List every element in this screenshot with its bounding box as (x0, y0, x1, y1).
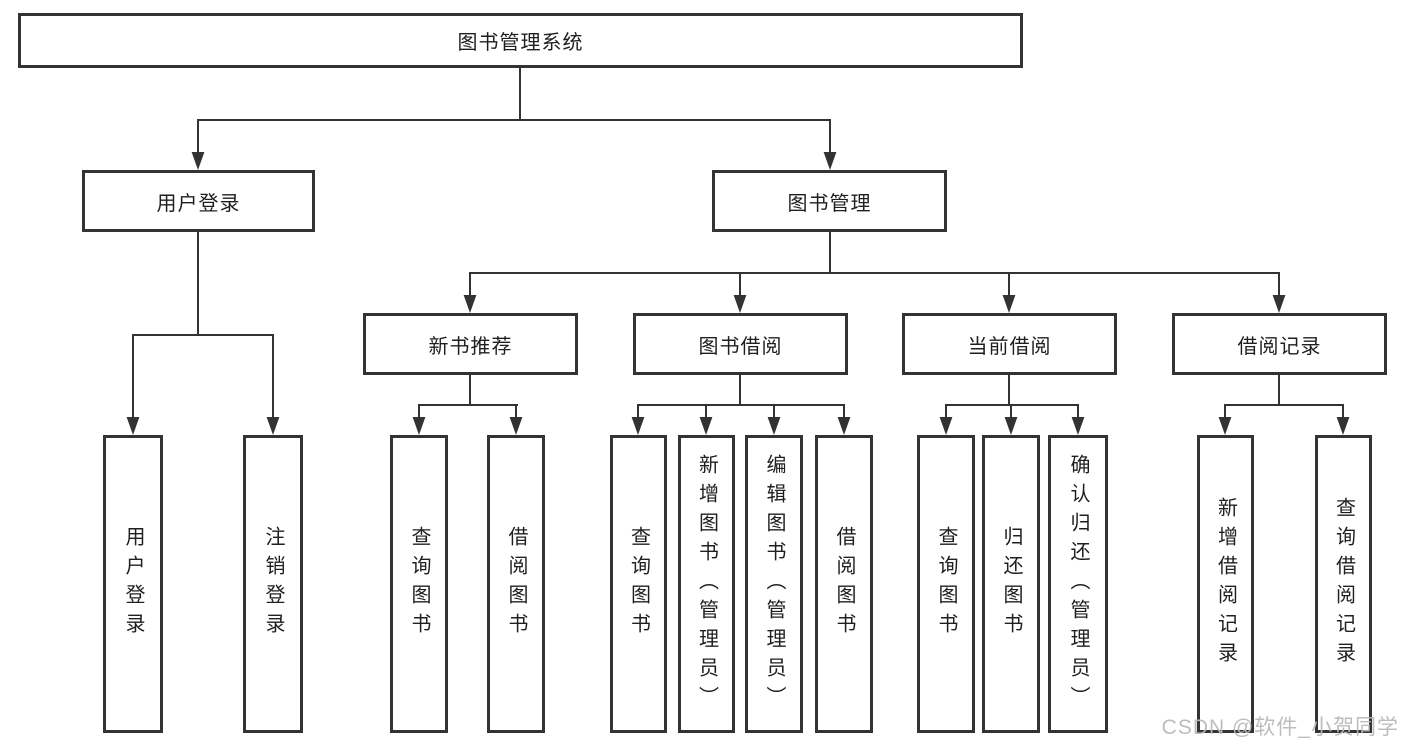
node-library-management-system: 图书管理系统 (18, 13, 1023, 68)
connector-line (637, 404, 639, 420)
leaf-label: 查询借阅记录 (1332, 497, 1355, 671)
leaf-label: 查询图书 (627, 526, 650, 642)
leaf-query-books-current: 查询图书 (917, 435, 975, 733)
node-label: 用户登录 (156, 192, 241, 215)
arrow-down-icon (699, 417, 713, 435)
node-label: 新书推荐 (428, 335, 513, 358)
connector-line (637, 404, 845, 406)
leaf-label: 用户登录 (122, 526, 144, 642)
arrow-down-icon (463, 295, 477, 313)
leaf-label: 确认归还（管理员） (1067, 453, 1089, 715)
leaf-logout: 注销登录 (243, 435, 303, 733)
connector-line (272, 334, 274, 420)
leaf-label: 归还图书 (1000, 526, 1022, 642)
node-user-login: 用户登录 (82, 170, 315, 232)
connector-line (705, 404, 707, 420)
node-book-management: 图书管理 (712, 170, 947, 232)
leaf-label: 新增图书（管理员） (695, 453, 718, 715)
connector-line (1342, 404, 1344, 420)
leaf-user-login: 用户登录 (103, 435, 163, 733)
leaf-add-borrow-record: 新增借阅记录 (1197, 435, 1254, 733)
connector-line (1224, 404, 1344, 406)
node-label: 图书管理 (787, 192, 872, 215)
connector-line (739, 272, 741, 300)
leaf-borrow-books-recommend: 借阅图书 (487, 435, 545, 733)
arrow-down-icon (1336, 417, 1350, 435)
connector-line (945, 404, 947, 420)
connector-line (469, 272, 1280, 274)
connector-line (773, 404, 775, 420)
arrow-down-icon (1004, 417, 1018, 435)
connector-line (1008, 375, 1010, 406)
connector-line (197, 119, 199, 155)
connector-line (829, 232, 831, 274)
leaf-label: 借阅图书 (505, 526, 527, 642)
connector-line (132, 334, 274, 336)
leaf-edit-books-admin: 编辑图书（管理员） (745, 435, 803, 733)
arrow-down-icon (631, 417, 645, 435)
leaf-query-books-recommend: 查询图书 (390, 435, 448, 733)
leaf-borrow-books: 借阅图书 (815, 435, 873, 733)
arrow-down-icon (767, 417, 781, 435)
connector-line (843, 404, 845, 420)
connector-line (519, 68, 521, 120)
connector-line (739, 375, 741, 406)
arrow-down-icon (939, 417, 953, 435)
leaf-confirm-return-admin: 确认归还（管理员） (1048, 435, 1108, 733)
arrow-down-icon (823, 152, 837, 170)
connector-line (1278, 375, 1280, 406)
node-label: 图书借阅 (698, 335, 783, 358)
leaf-query-borrow-record: 查询借阅记录 (1315, 435, 1372, 733)
arrow-down-icon (1218, 417, 1232, 435)
node-label: 借阅记录 (1237, 335, 1322, 358)
arrow-down-icon (509, 417, 523, 435)
arrow-down-icon (191, 152, 205, 170)
arrow-down-icon (1272, 295, 1286, 313)
node-current-borrowing: 当前借阅 (902, 313, 1117, 375)
arrow-down-icon (837, 417, 851, 435)
connector-line (469, 272, 471, 300)
leaf-label: 查询图书 (408, 526, 430, 642)
connector-line (418, 404, 518, 406)
node-book-borrowing: 图书借阅 (633, 313, 848, 375)
arrow-down-icon (412, 417, 426, 435)
leaf-label: 新增借阅记录 (1214, 497, 1237, 671)
arrow-down-icon (126, 417, 140, 435)
connector-line (1077, 404, 1079, 420)
leaf-add-books-admin: 新增图书（管理员） (678, 435, 735, 733)
connector-line (1008, 272, 1010, 300)
arrow-down-icon (1071, 417, 1085, 435)
connector-line (945, 404, 1079, 406)
leaf-label: 借阅图书 (833, 526, 855, 642)
leaf-label: 查询图书 (935, 526, 957, 642)
node-label: 图书管理系统 (457, 32, 584, 54)
connector-line (515, 404, 517, 420)
connector-line (1224, 404, 1226, 420)
connector-line (1010, 404, 1012, 420)
leaf-label: 注销登录 (262, 526, 284, 642)
leaf-return-books: 归还图书 (982, 435, 1040, 733)
arrow-down-icon (733, 295, 747, 313)
node-new-book-recommendation: 新书推荐 (363, 313, 578, 375)
connector-line (829, 119, 831, 155)
node-label: 当前借阅 (967, 335, 1052, 358)
connector-line (132, 334, 134, 420)
arrow-down-icon (1002, 295, 1016, 313)
connector-line (418, 404, 420, 420)
connector-line (197, 119, 831, 121)
connector-line (1278, 272, 1280, 300)
leaf-query-books-borrowing: 查询图书 (610, 435, 667, 733)
leaf-label: 编辑图书（管理员） (763, 453, 785, 715)
connector-line (197, 232, 199, 336)
arrow-down-icon (266, 417, 280, 435)
connector-line (469, 375, 471, 406)
node-borrowing-records: 借阅记录 (1172, 313, 1387, 375)
